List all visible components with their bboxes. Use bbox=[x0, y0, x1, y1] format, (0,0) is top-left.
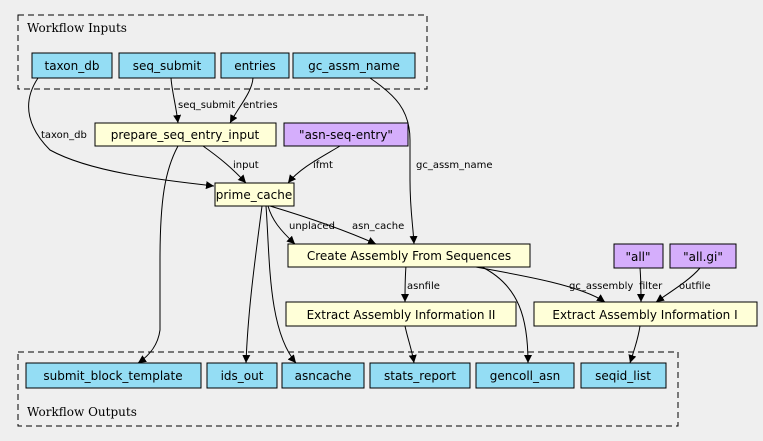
node-all-label: "all" bbox=[625, 250, 650, 264]
node-asn-seq-entry-box bbox=[283, 122, 409, 147]
edge-to-ids-out bbox=[242, 205, 263, 364]
node-seq-submit-label: seq_submit bbox=[133, 59, 202, 73]
edge-gc-assm-name bbox=[369, 77, 418, 245]
node-prime-cache-box bbox=[214, 182, 295, 207]
edge-to-stats-report bbox=[404, 325, 417, 364]
workflow-outputs-label: Workflow Outputs bbox=[27, 405, 137, 419]
node-taxon-db[interactable]: taxon_db bbox=[31, 52, 113, 79]
edge-label-ifmt: ifmt bbox=[313, 160, 333, 171]
node-entries-box bbox=[220, 52, 290, 79]
node-gc-assm-name[interactable]: gc_assm_name bbox=[292, 52, 416, 79]
node-extract-info-ii[interactable]: Extract Assembly Information II bbox=[285, 301, 517, 327]
edge-to-submit-block bbox=[137, 145, 179, 364]
node-seqid-list[interactable]: seqid_list bbox=[580, 362, 667, 389]
edge-label-unplaced: unplaced bbox=[289, 221, 335, 232]
node-asncache-box bbox=[281, 362, 365, 389]
node-all-box bbox=[613, 243, 664, 269]
node-all-gi[interactable]: "all.gi" bbox=[669, 243, 737, 269]
edge-label-seq-submit: seq_submit bbox=[178, 100, 235, 111]
node-ids-out-label: ids_out bbox=[221, 369, 264, 383]
node-stats-report-box bbox=[369, 362, 471, 389]
node-prepare-seq-entry-input[interactable]: prepare_seq_entry_input bbox=[94, 122, 277, 147]
node-ids-out-box bbox=[206, 362, 278, 389]
node-taxon-db-box bbox=[31, 52, 113, 79]
edge-seq-submit bbox=[170, 77, 182, 124]
node-entries[interactable]: entries bbox=[220, 52, 290, 79]
edge-asn-cache bbox=[269, 205, 377, 245]
edge-label-filter: filter bbox=[639, 281, 663, 292]
edge-ifmt bbox=[287, 145, 341, 184]
node-all-gi-box bbox=[669, 243, 737, 269]
node-extract-info-i-box bbox=[533, 301, 758, 327]
node-prepare-seq-entry-input-label: prepare_seq_entry_input bbox=[111, 128, 260, 142]
edge-labels: seq_submit entries taxon_db input ifmt g… bbox=[41, 100, 711, 292]
edge-label-gc-assembly: gc_assembly bbox=[569, 281, 633, 292]
edge-label-taxon-db: taxon_db bbox=[41, 130, 87, 141]
node-gencoll-asn-box bbox=[475, 362, 575, 389]
edge-to-seqid-list bbox=[628, 325, 641, 364]
node-seq-submit[interactable]: seq_submit bbox=[118, 52, 216, 79]
node-prepare-seq-entry-input-box bbox=[94, 122, 277, 147]
node-prime-cache-label: prime_cache bbox=[216, 188, 293, 202]
node-stats-report-label: stats_report bbox=[384, 369, 456, 383]
node-submit-block-template[interactable]: submit_block_template bbox=[25, 362, 202, 389]
edge-label-gc-assm-name: gc_assm_name bbox=[416, 160, 493, 171]
edge-label-asn-cache: asn_cache bbox=[352, 221, 404, 232]
node-entries-label: entries bbox=[234, 59, 276, 73]
edge-asnfile bbox=[401, 265, 410, 303]
edge-outfile bbox=[655, 267, 701, 303]
edge-unplaced bbox=[267, 205, 296, 245]
workflow-inputs-label: Workflow Inputs bbox=[27, 21, 127, 35]
workflow-outputs-cluster: Workflow Outputs bbox=[17, 351, 679, 427]
node-ids-out[interactable]: ids_out bbox=[206, 362, 278, 389]
edge-entries bbox=[229, 77, 254, 124]
node-gencoll-asn[interactable]: gencoll_asn bbox=[475, 362, 575, 389]
node-submit-block-template-label: submit_block_template bbox=[43, 369, 182, 383]
node-create-assembly-box bbox=[287, 243, 531, 268]
edge-input bbox=[202, 145, 247, 184]
edge-to-asncache bbox=[265, 205, 297, 364]
edge-label-input: input bbox=[233, 160, 259, 171]
node-extract-info-ii-box bbox=[285, 301, 517, 327]
node-asn-seq-entry[interactable]: "asn-seq-entry" bbox=[283, 122, 409, 147]
node-extract-info-i-label: Extract Assembly Information I bbox=[552, 308, 737, 322]
node-seq-submit-box bbox=[118, 52, 216, 79]
output-nodes: submit_block_template ids_out asncache s… bbox=[25, 362, 667, 389]
node-all[interactable]: "all" bbox=[613, 243, 664, 269]
node-all-gi-label: "all.gi" bbox=[683, 250, 723, 264]
node-asncache[interactable]: asncache bbox=[281, 362, 365, 389]
node-submit-block-template-box bbox=[25, 362, 202, 389]
node-stats-report[interactable]: stats_report bbox=[369, 362, 471, 389]
step-nodes: prepare_seq_entry_input prime_cache Crea… bbox=[94, 122, 758, 327]
edge-label-asnfile: asnfile bbox=[407, 281, 440, 292]
node-prime-cache[interactable]: prime_cache bbox=[214, 182, 295, 207]
edge-to-gencoll-asn bbox=[479, 265, 532, 364]
node-gencoll-asn-label: gencoll_asn bbox=[490, 369, 560, 383]
edge-gc-assembly bbox=[469, 265, 606, 303]
node-seqid-list-label: seqid_list bbox=[595, 369, 651, 383]
node-create-assembly[interactable]: Create Assembly From Sequences bbox=[287, 243, 531, 268]
node-asncache-label: asncache bbox=[295, 369, 352, 383]
edges bbox=[28, 77, 701, 364]
edge-label-entries: entries bbox=[243, 100, 278, 111]
edge-filter bbox=[636, 267, 645, 303]
node-create-assembly-label: Create Assembly From Sequences bbox=[307, 249, 511, 263]
edge-taxon-db bbox=[28, 77, 215, 190]
node-gc-assm-name-label: gc_assm_name bbox=[308, 59, 400, 73]
node-asn-seq-entry-label: "asn-seq-entry" bbox=[299, 128, 393, 142]
input-nodes: taxon_db seq_submit entries gc_assm_name bbox=[31, 52, 416, 79]
workflow-inputs-cluster: Workflow Inputs bbox=[17, 14, 428, 90]
node-seqid-list-box bbox=[580, 362, 667, 389]
node-gc-assm-name-box bbox=[292, 52, 416, 79]
edge-label-outfile: outfile bbox=[679, 281, 711, 292]
node-extract-info-ii-label: Extract Assembly Information II bbox=[307, 308, 496, 322]
constant-nodes: "asn-seq-entry" "all" "all.gi" bbox=[283, 122, 737, 269]
node-taxon-db-label: taxon_db bbox=[45, 59, 100, 73]
node-extract-info-i[interactable]: Extract Assembly Information I bbox=[533, 301, 758, 327]
